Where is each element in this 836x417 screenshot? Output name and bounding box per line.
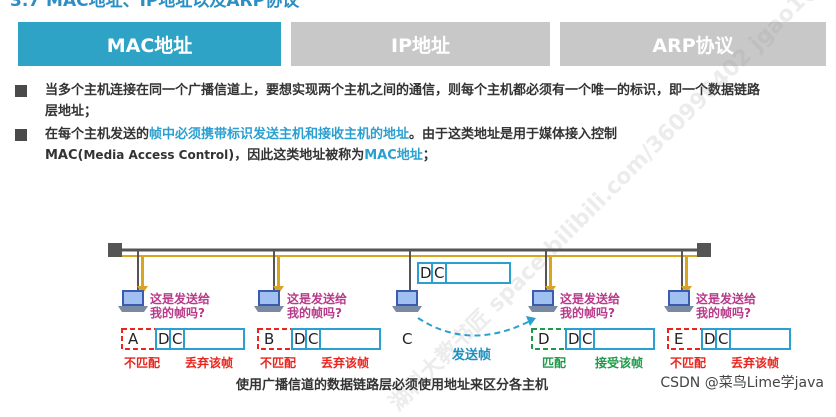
host-a-frame-src: C	[172, 330, 183, 348]
host-a-result: 不匹配	[124, 356, 161, 370]
host-e-action: 丢弃该帧	[731, 356, 780, 370]
bullet-text-2-line2b: Media Access Control	[83, 148, 229, 162]
host-frames	[121, 328, 791, 350]
send-arrow-head	[526, 316, 536, 326]
bus-terminator-left	[108, 243, 122, 257]
host-e-result: 不匹配	[670, 356, 707, 370]
send-arrow	[417, 317, 533, 337]
host-a-action: 丢弃该帧	[185, 356, 234, 370]
bullet-text-2: 在每个主机发送的帧中必须携带标识发送主机和接收主机的地址。由于这类地址是用于媒体…	[45, 124, 805, 166]
bullet-text-2-end: ；	[422, 148, 436, 163]
tab-arp-protocol[interactable]: ARP协议	[560, 22, 826, 66]
laptop-icons	[118, 290, 694, 312]
csdn-watermark: CSDN @菜鸟Lime学java	[660, 375, 824, 391]
host-d-label: D	[538, 330, 550, 348]
bullet-text-2-line2a: MAC(	[45, 148, 84, 163]
host-e-frame-src: C	[718, 330, 729, 348]
question-host-e: 这是发送给我的帧吗?	[696, 292, 757, 320]
bullet-square-icon	[15, 85, 27, 97]
host-b-action: 丢弃该帧	[321, 356, 370, 370]
tab-mac-address[interactable]: MAC地址	[18, 22, 281, 66]
host-d-frame-src: C	[582, 330, 593, 348]
host-a-frame-dest: D	[158, 330, 170, 348]
bus-terminator-right	[697, 243, 711, 257]
broadcast-network-diagram	[108, 243, 791, 350]
bullet-text-2-highlight2: MAC地址	[364, 148, 423, 163]
page-title: 3.7 MAC地址、IP地址以及ARP协议	[10, 0, 300, 11]
tab-ip-address[interactable]: IP地址	[291, 22, 550, 66]
host-d-frame-dest: D	[568, 330, 580, 348]
broadcast-arrows	[137, 256, 692, 294]
host-c-label: C	[402, 330, 413, 348]
bus-frame-src: C	[434, 264, 445, 282]
send-frame-label: 发送帧	[452, 348, 492, 363]
host-b-label: B	[264, 330, 275, 348]
question-host-b: 这是发送给我的帧吗?	[287, 292, 348, 320]
diagram-caption: 使用广播信道的数据链路层必须使用地址来区分各主机	[236, 378, 549, 393]
host-d-result: 匹配	[542, 356, 567, 370]
question-host-a: 这是发送给我的帧吗?	[150, 292, 211, 320]
bullet-text-2-highlight: 帧中必须携带标识发送主机和接收主机的地址	[149, 127, 410, 142]
bullet-text-2-pre: 在每个主机发送的	[45, 127, 150, 142]
host-b-frame-src: C	[308, 330, 319, 348]
bullet-square-icon	[15, 129, 27, 141]
host-e-label: E	[674, 330, 684, 348]
host-b-frame-dest: D	[294, 330, 306, 348]
host-d-action: 接受该帧	[595, 356, 644, 370]
host-a-label: A	[128, 330, 139, 348]
host-b-result: 不匹配	[260, 356, 297, 370]
question-host-d: 这是发送给我的帧吗?	[560, 292, 621, 320]
bullet-text-2-line2c: )，因此这类地址被称为	[228, 148, 365, 163]
bullet-text-2-mid: 。由于这类地址是用于媒体接入控制	[409, 127, 618, 142]
bus-frame	[417, 262, 511, 284]
host-e-frame-dest: D	[704, 330, 716, 348]
host-drops	[137, 250, 683, 290]
bus-frame-dest: D	[420, 264, 432, 282]
bullet-text-1: 当多个主机连接在同一个广播信道上，要想实现两个主机之间的通信，则每个主机都必须有…	[45, 83, 761, 119]
